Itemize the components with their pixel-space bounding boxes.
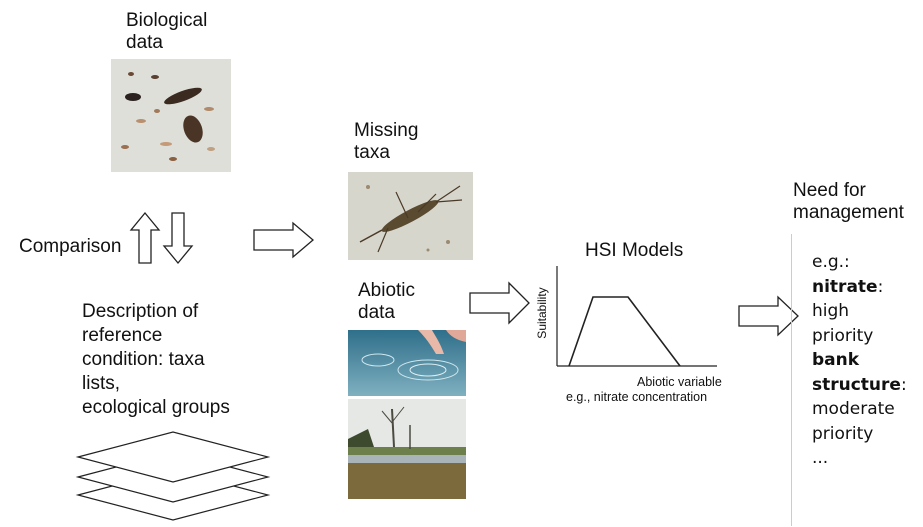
hsi-y-axis-label: Suitability [535,287,549,339]
abiotic-data-label: Abiotic data [358,280,416,323]
management-priority-list: e.g.: nitrate: high priority bank struct… [812,250,907,471]
management-bracket [791,234,792,526]
eg-label: e.g.: [812,252,850,272]
nitrate-level-line1: high [812,301,850,321]
biological-data-label: Biological data [126,10,208,53]
bank-structure-level-line1: moderate [812,399,895,419]
ellipsis: ... [812,448,829,468]
stacked-layers-icon [75,431,271,521]
reference-description-label: Description of reference condition: taxa… [82,301,230,418]
need-for-management-label: Need for management [793,180,904,223]
priority-item-nitrate: nitrate: [812,276,884,297]
arrow-to-management [738,295,799,337]
bank-structure-level-line2: priority [812,423,874,444]
nitrate-level-line2: priority [812,325,874,346]
missing-taxa-photo [348,172,473,260]
hsi-suitability-curve [556,266,717,367]
comparison-up-arrow [129,211,161,264]
priority-item-bank-structure: structure: [812,374,907,395]
missing-taxa-label: Missing taxa [354,120,419,163]
arrow-to-missing-taxa [253,221,315,259]
hsi-x-axis-sublabel: e.g., nitrate concentration [566,390,708,404]
nitrate-term: nitrate [812,276,878,297]
water-sampling-photo [348,330,466,396]
hsi-x-axis-label: Abiotic variable [637,375,722,389]
arrow-to-hsi-models [469,281,530,325]
landscape-photo [348,399,466,499]
comparison-down-arrow [162,212,194,265]
bank-term-line1: bank [812,350,860,370]
biological-sample-photo [111,59,231,172]
comparison-label: Comparison [19,236,122,257]
hsi-models-label: HSI Models [585,240,684,261]
bank-structure-term: structure [812,374,901,395]
